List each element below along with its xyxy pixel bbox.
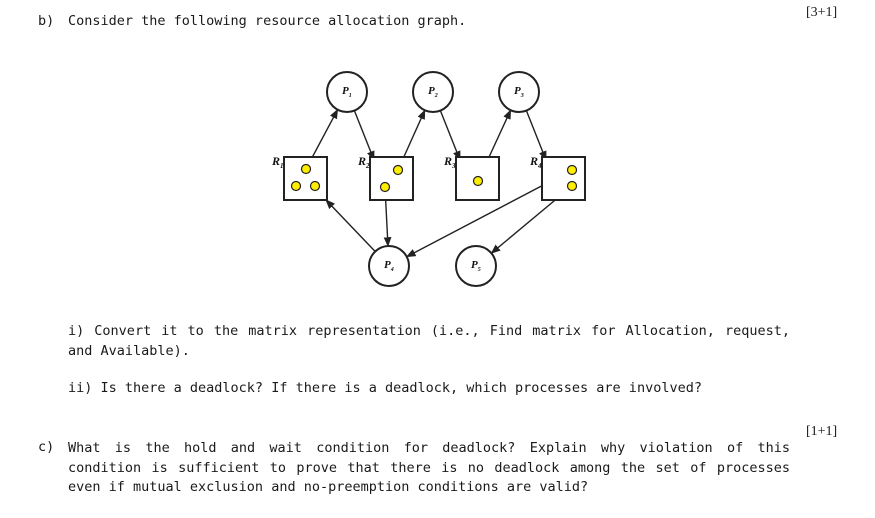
- process-p5: P5: [455, 245, 497, 287]
- resource-instance-dot: [300, 163, 312, 175]
- resource-instance-dot: [379, 181, 391, 193]
- sub-question-i: i) Convert it to the matrix representati…: [68, 323, 790, 359]
- process-label: P4: [384, 259, 394, 273]
- resource-r4: R4: [529, 154, 586, 201]
- resource-label: R1: [271, 154, 284, 170]
- question-b-marks: [3+1]: [806, 5, 838, 20]
- edge-p4-r1: [325, 199, 376, 253]
- question-c-label: c): [38, 439, 55, 455]
- process-label: P2: [428, 85, 438, 99]
- edge-p2-r3: [439, 110, 461, 161]
- question-c-marks: [1+1]: [806, 424, 838, 439]
- process-label: P5: [471, 259, 481, 273]
- question-b-text: Consider the following resource allocati…: [68, 13, 467, 29]
- resource-instance-dot: [566, 180, 578, 192]
- process-label: P1: [342, 85, 352, 99]
- sub-question-ii: ii) Is there a deadlock? If there is a d…: [68, 380, 702, 396]
- resource-r1: R1: [271, 154, 328, 201]
- resource-label: R3: [443, 154, 456, 170]
- resource-r2: R2: [357, 154, 414, 201]
- process-p4: P4: [368, 245, 410, 287]
- resource-instance-dot: [392, 164, 404, 176]
- resource-r3: R3: [443, 154, 500, 201]
- question-b-label: b): [38, 13, 55, 29]
- process-label: P3: [514, 85, 524, 99]
- question-c-text: What is the hold and wait condition for …: [68, 440, 790, 495]
- edge-p1-r2: [353, 110, 375, 161]
- process-p2: P2: [412, 71, 454, 113]
- resource-instance-dot: [309, 180, 321, 192]
- resource-instance-dot: [472, 175, 484, 187]
- edge-p3-r4: [525, 110, 547, 161]
- resource-instance-dot: [566, 164, 578, 176]
- resource-label: R2: [357, 154, 370, 170]
- process-p3: P3: [498, 71, 540, 113]
- process-p1: P1: [326, 71, 368, 113]
- resource-instance-dot: [290, 180, 302, 192]
- resource-label: R4: [529, 154, 542, 170]
